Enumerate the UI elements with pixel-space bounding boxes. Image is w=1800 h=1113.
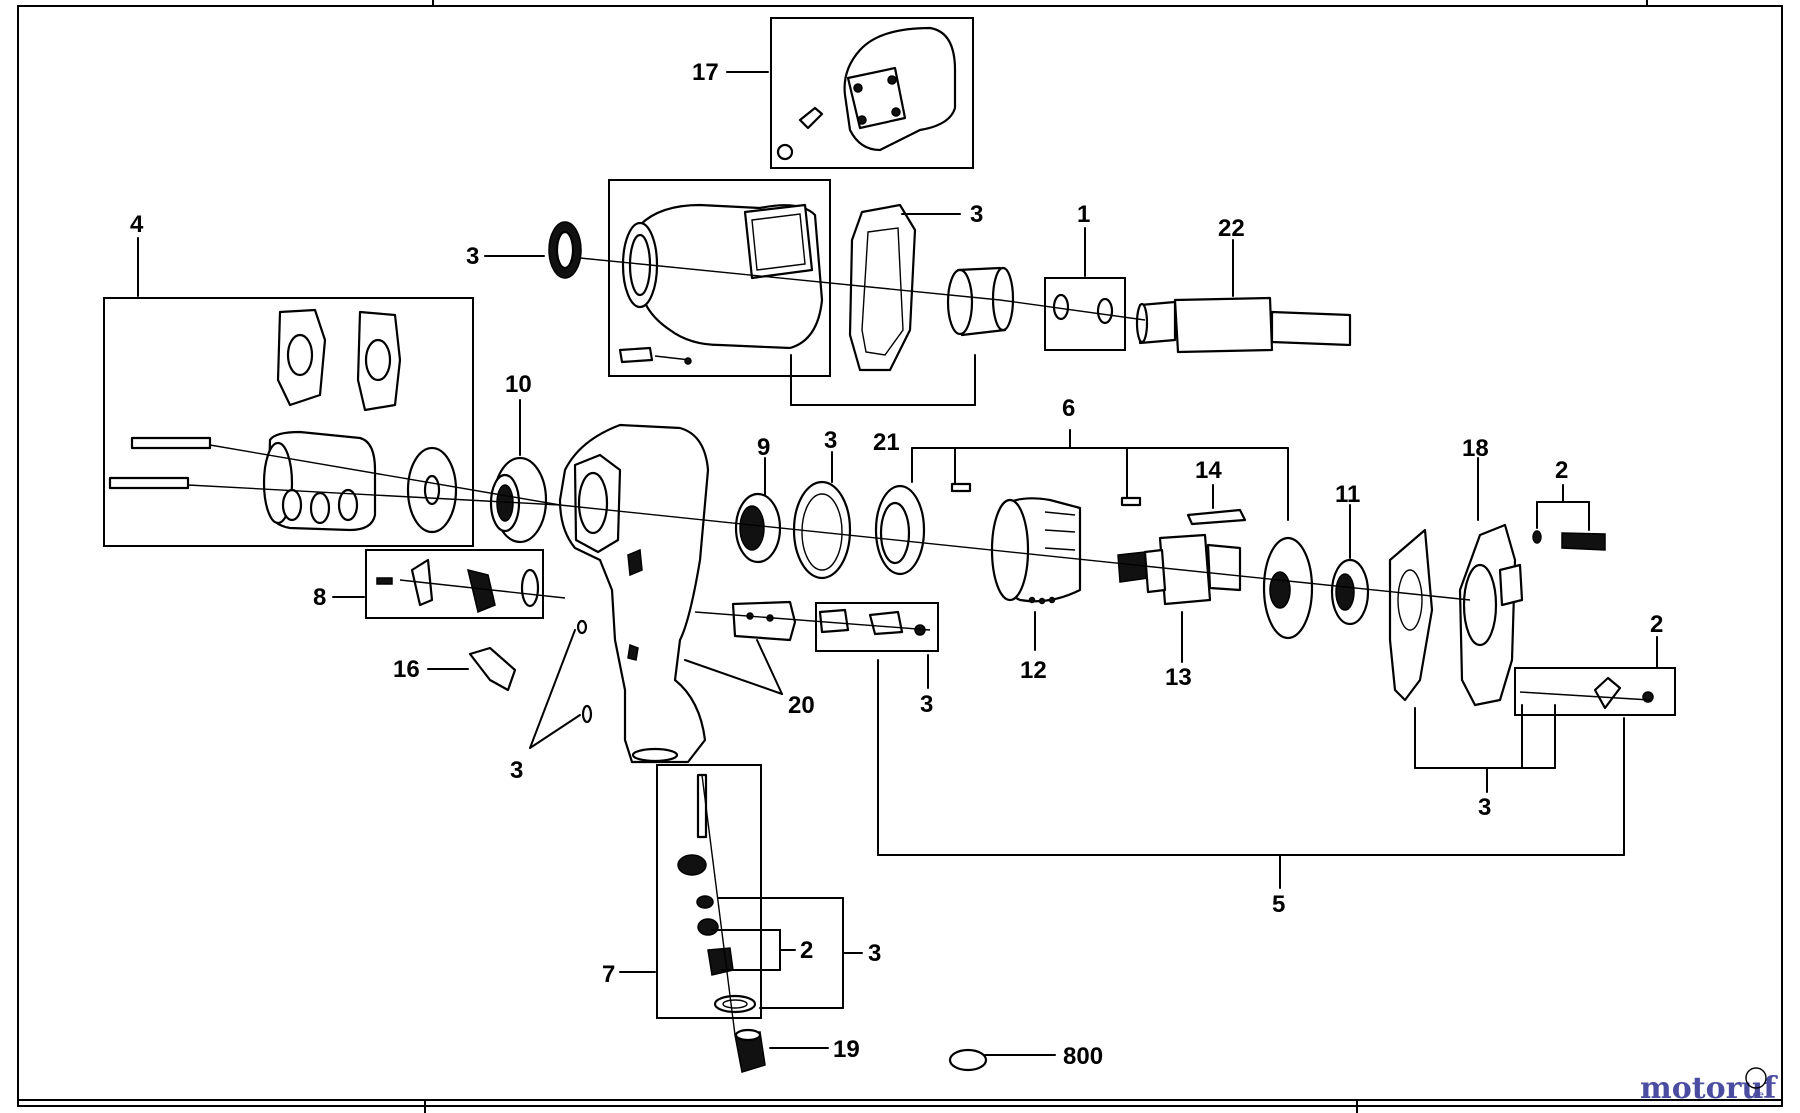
watermark-suffix: .de [1750,1090,1764,1101]
callout-3: 3 [466,243,479,270]
assembly-axis [187,257,1651,1036]
callout-17: 17 [692,59,719,86]
callout-9: 9 [757,434,770,461]
callout-3: 3 [510,757,523,784]
part-22-anvil[interactable] [1135,296,1352,354]
callout-4: 4 [130,211,144,238]
part-2-screws-top[interactable] [1532,530,1606,551]
part-12-cylinder[interactable] [950,482,1142,605]
callout-3: 3 [868,940,881,967]
callout-2: 2 [800,937,813,964]
part-20-grouping [790,354,976,406]
callout-3: 3 [1478,794,1491,821]
drawing-frame [17,0,1783,1113]
callout-16: 16 [393,656,420,683]
part-3-front-seal[interactable] [548,221,582,279]
part-4-hammer-mechanism[interactable] [103,297,474,547]
part-19-inlet-fitting[interactable] [734,1028,766,1073]
callout-2: 2 [1650,611,1663,638]
part-17-housing-cover[interactable] [770,17,974,169]
callout-3: 3 [824,427,837,454]
part-8-trigger-kit[interactable] [365,549,544,619]
part-16-trigger[interactable] [468,646,517,692]
part-7-inlet-kit[interactable] [656,764,762,1019]
registered-icon [1745,1067,1767,1089]
callout-3: 3 [970,201,983,228]
end-plate-rear[interactable] [1262,536,1314,640]
part-3-gasket-ring[interactable] [792,480,852,580]
callout-1: 1 [1077,201,1090,228]
callout-3: 3 [920,691,933,718]
callout-10: 10 [505,371,532,398]
part-14-vane[interactable] [1186,508,1247,526]
part-21-throttle-valve[interactable] [731,600,797,642]
callout-18: 18 [1462,435,1489,462]
callout-19: 19 [833,1036,860,1063]
callout-800: 800 [1063,1043,1103,1070]
callout-21: 20 [788,692,815,719]
callout-8: 8 [313,584,326,611]
callout-labels: 17 4 3 3 1 22 10 21 6 9 3 14 11 18 2 2 8… [130,59,1663,1070]
callout-6: 6 [1062,395,1075,422]
callout-2: 2 [1555,457,1568,484]
part-10-bearing[interactable] [489,456,548,544]
part-18-rear-cover[interactable] [1458,523,1524,707]
callout-14: 14 [1195,457,1222,484]
part-3-housing-gasket[interactable] [848,203,917,372]
part-5-valve-parts[interactable] [815,602,1676,716]
part-9-bearing[interactable] [734,492,782,564]
part-1-pin-kit[interactable] [1044,277,1126,351]
part-13-rotor[interactable] [1117,533,1242,606]
part-3-o-rings[interactable] [576,619,593,724]
part-800-cap[interactable] [948,1048,988,1072]
bushing[interactable] [946,266,1015,337]
callout-11: 11 [1335,481,1360,508]
end-plate-front[interactable] [874,484,926,576]
callout-7: 7 [602,961,615,988]
watermark-logo: motoruf .de [1640,1067,1778,1106]
part-11-bearing[interactable] [1330,558,1370,626]
callout-20: 21 [873,429,900,456]
callout-5: 5 [1272,891,1285,918]
part-20-hammer-case[interactable] [608,179,831,377]
callout-12: 12 [1020,657,1047,684]
part-3-rear-gasket[interactable] [1388,528,1434,702]
callout-22: 22 [1218,215,1245,242]
callout-13: 13 [1165,664,1192,691]
leader-lines [137,71,1658,1056]
